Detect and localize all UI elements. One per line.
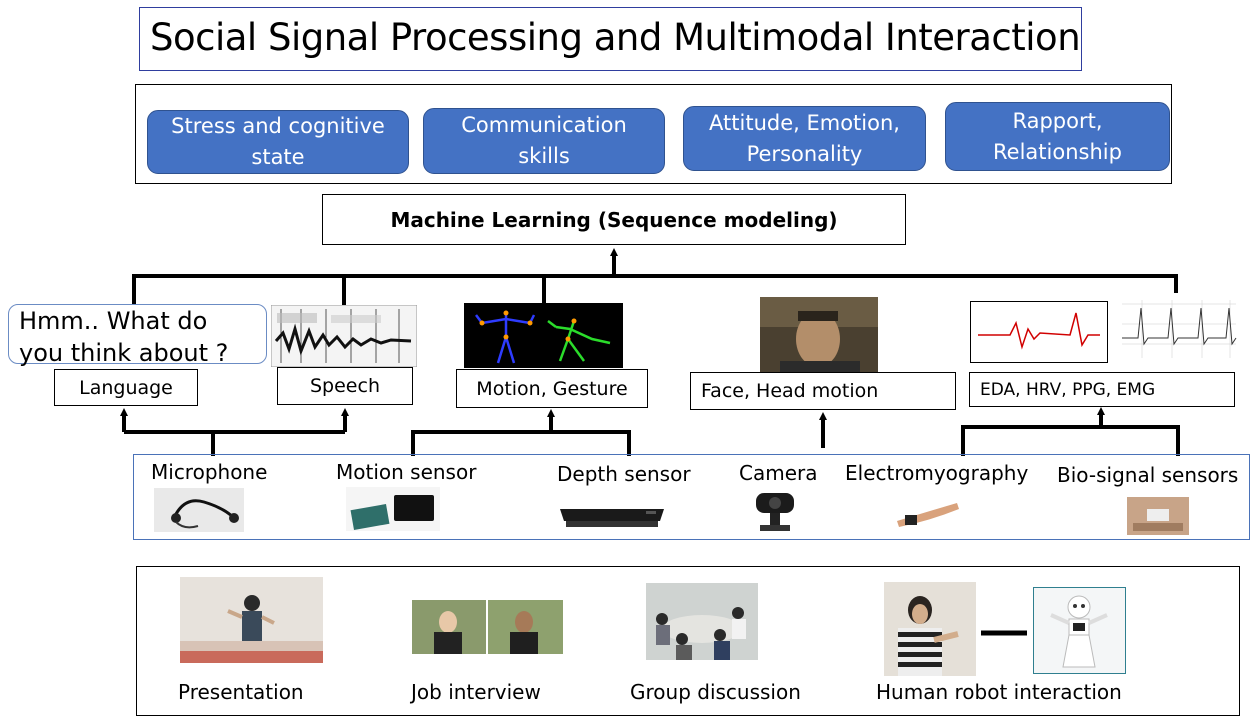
sensor-depth-label: Depth sensor — [557, 462, 691, 486]
speech-bubble: Hmm.. What do you think about ? — [8, 304, 267, 367]
bio-signal-image — [1127, 497, 1189, 535]
ecg-chart-image — [1112, 294, 1240, 366]
modality-motion: Motion, Gesture — [456, 369, 648, 408]
machine-learning-label: Machine Learning (Sequence modeling) — [390, 207, 838, 232]
outcome-rapport: Rapport, Relationship — [945, 102, 1170, 171]
sensor-motion-label: Motion sensor — [336, 460, 477, 484]
job-interview-photo — [412, 600, 563, 654]
modality-biosignal-label: EDA, HRV, PPG, EMG — [980, 379, 1156, 400]
diagram-title: Social Signal Processing and Multimodal … — [150, 16, 1081, 59]
emg-image — [897, 503, 959, 527]
sensor-emg-label: Electromyography — [845, 461, 1029, 485]
depth-sensor-image — [560, 509, 664, 527]
sensor-camera-label: Camera — [739, 461, 818, 485]
scenario-job-interview-label: Job interview — [411, 680, 541, 704]
skeleton-image — [464, 303, 623, 368]
modality-language: Language — [54, 369, 198, 406]
sensor-microphone-label: Microphone — [151, 460, 268, 484]
outcome-rapport-line1: Rapport, — [1012, 108, 1103, 133]
outcome-stress-line1: Stress and cognitive — [171, 114, 385, 138]
modality-speech: Speech — [277, 367, 413, 405]
outcome-rapport-line2: Relationship — [993, 139, 1122, 164]
modality-speech-label: Speech — [310, 375, 380, 397]
speech-bubble-line2: you think about ? — [19, 339, 229, 367]
modality-face-label: Face, Head motion — [701, 380, 879, 402]
scenario-presentation-label: Presentation — [178, 680, 304, 704]
outcome-communication-line2: skills — [518, 144, 570, 168]
hri-person-photo — [884, 582, 976, 676]
sensor-bio-label: Bio-signal sensors — [1057, 463, 1239, 487]
machine-learning-box: Machine Learning (Sequence modeling) — [322, 194, 906, 245]
spectrogram-image — [271, 305, 417, 367]
outcomes-panel — [135, 84, 1172, 184]
scenario-group-discussion-label: Group discussion — [630, 680, 801, 704]
outcome-attitude: Attitude, Emotion, Personality — [683, 106, 926, 171]
modality-face: Face, Head motion — [690, 372, 956, 410]
outcome-communication-line1: Communication — [461, 113, 627, 137]
outcome-attitude-line2: Personality — [746, 141, 863, 166]
face-photo — [760, 297, 878, 375]
outcome-stress-line2: state — [251, 145, 305, 169]
modality-biosignal: EDA, HRV, PPG, EMG — [969, 372, 1235, 407]
outcome-attitude-line1: Attitude, Emotion, — [709, 110, 900, 135]
modality-language-label: Language — [79, 376, 173, 399]
robot-photo — [1033, 587, 1126, 674]
outcome-communication: Communication skills — [423, 108, 665, 174]
camera-image — [756, 493, 794, 531]
outcome-stress: Stress and cognitive state — [147, 110, 409, 174]
eda-signal-image — [970, 301, 1108, 363]
sensors-panel — [133, 454, 1250, 540]
motion-sensor-image — [346, 487, 440, 531]
scenarios-panel — [136, 566, 1240, 716]
microphone-image — [154, 488, 244, 532]
speech-bubble-line1: Hmm.. What do — [19, 307, 208, 335]
scenario-hri-label: Human robot interaction — [876, 680, 1122, 704]
group-discussion-photo — [646, 583, 758, 660]
title-box: Social Signal Processing and Multimodal … — [139, 7, 1082, 71]
modality-motion-label: Motion, Gesture — [476, 377, 628, 400]
presentation-photo — [180, 577, 323, 663]
